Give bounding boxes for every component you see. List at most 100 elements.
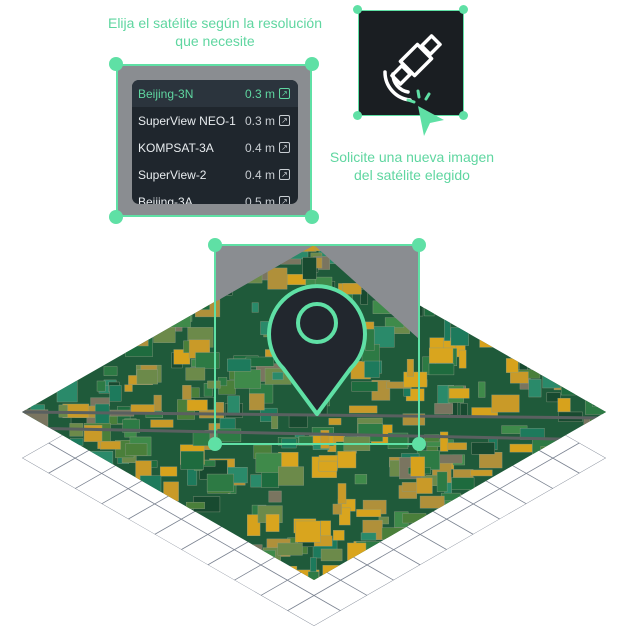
field (509, 475, 529, 498)
external-link-icon[interactable]: ↗ (279, 196, 290, 204)
field (195, 352, 220, 369)
field (22, 493, 36, 510)
satellite-option[interactable]: Beijing-3N 0.3 m↗ (132, 80, 298, 107)
field (207, 380, 221, 389)
external-link-icon[interactable]: ↗ (279, 142, 290, 153)
field (115, 549, 128, 572)
field (518, 502, 537, 521)
external-link-icon[interactable]: ↗ (279, 88, 290, 99)
field (505, 275, 532, 291)
field (451, 477, 475, 490)
field (436, 549, 456, 559)
field (5, 285, 13, 306)
field (227, 395, 240, 416)
field (349, 405, 378, 414)
satellite-name: KOMPSAT-3A (138, 140, 214, 155)
field (146, 558, 171, 578)
satellite-option[interactable]: SuperView-2 0.4 m↗ (132, 161, 298, 188)
field (578, 311, 591, 329)
field (170, 288, 194, 300)
field (178, 271, 205, 283)
field (176, 566, 186, 577)
satellite-option[interactable]: Beijing-3A 0.5 m↗ (132, 188, 298, 204)
selection-handle[interactable] (412, 437, 426, 451)
field (215, 571, 237, 580)
field (153, 394, 162, 412)
field (464, 247, 479, 263)
field (617, 356, 627, 370)
selection-frame[interactable] (214, 244, 420, 445)
field (25, 478, 54, 499)
field (401, 572, 430, 580)
field (71, 283, 99, 291)
field (42, 277, 67, 297)
field (590, 269, 600, 288)
panel-handle (109, 210, 123, 224)
satellite-list[interactable]: Beijing-3N 0.3 m↗SuperView NEO-1 0.3 m↗K… (132, 80, 298, 204)
field (88, 450, 114, 474)
field (436, 471, 448, 492)
satellite-name: Beijing-3N (138, 86, 194, 101)
field (159, 466, 178, 477)
field (504, 309, 530, 323)
box-handle (459, 5, 468, 14)
satellite-option[interactable]: KOMPSAT-3A 0.4 m↗ (132, 134, 298, 161)
grid-line (22, 457, 315, 626)
field (529, 507, 557, 525)
field (83, 424, 103, 442)
choose-satellite-caption: Elija el satélite según la resolución qu… (107, 15, 322, 49)
field (563, 478, 591, 493)
field (453, 295, 479, 305)
field (607, 251, 616, 264)
selection-handle[interactable] (412, 238, 426, 252)
field (278, 466, 304, 486)
field (428, 363, 455, 376)
field (539, 357, 567, 373)
field (96, 266, 125, 277)
field (548, 333, 571, 353)
selection-handle[interactable] (208, 437, 222, 451)
field (449, 578, 478, 580)
field (22, 437, 27, 457)
field (172, 531, 193, 546)
field (590, 450, 605, 471)
satellite-option[interactable]: SuperView NEO-1 0.3 m↗ (132, 107, 298, 134)
field (599, 503, 606, 515)
external-link-icon[interactable]: ↗ (279, 115, 290, 126)
field (503, 331, 523, 345)
field (124, 301, 149, 316)
external-link-icon[interactable]: ↗ (279, 169, 290, 180)
field (474, 245, 499, 266)
field (558, 504, 581, 519)
request-satellite-button[interactable] (358, 10, 464, 116)
field (70, 294, 94, 310)
field (132, 262, 153, 277)
field (466, 265, 480, 276)
field (479, 337, 508, 348)
field (483, 563, 497, 580)
field (410, 456, 425, 477)
selection-handle[interactable] (208, 238, 222, 252)
field (241, 544, 263, 554)
field (453, 280, 474, 289)
field (459, 403, 468, 416)
field (519, 518, 544, 532)
field (295, 520, 321, 543)
field (419, 495, 445, 509)
field (531, 581, 547, 595)
field (93, 316, 115, 338)
field (4, 298, 12, 309)
field (525, 272, 555, 292)
field (425, 520, 451, 536)
field (598, 538, 606, 549)
box-handle (459, 111, 468, 120)
field (486, 273, 497, 296)
field (322, 565, 341, 580)
field (434, 403, 453, 415)
field (546, 569, 559, 580)
satellite-selector-panel: Beijing-3N 0.3 m↗SuperView NEO-1 0.3 m↗K… (116, 64, 312, 217)
field (70, 438, 84, 446)
field (541, 302, 563, 321)
field (250, 550, 276, 562)
field (62, 515, 78, 525)
